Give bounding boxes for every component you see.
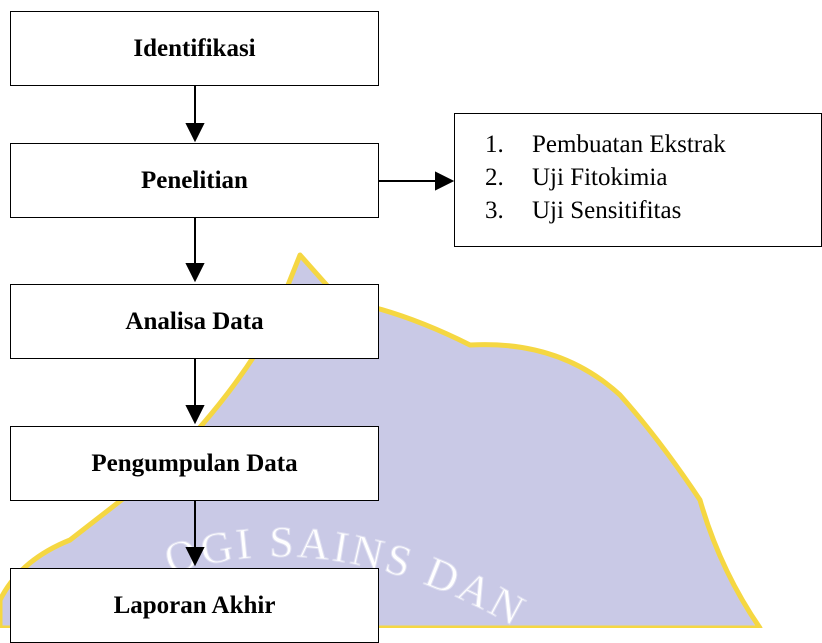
penelitian-detail-box: 1. Pembuatan Ekstrak 2. Uji Fitokimia 3.… — [454, 113, 822, 247]
list-item-number: 3. — [485, 197, 504, 224]
step-pengumpulan-data: Pengumpulan Data — [10, 426, 379, 501]
step-laporan-akhir-label: Laporan Akhir — [113, 591, 276, 619]
list-item: 3. Uji Sensitifitas — [485, 194, 821, 227]
step-analisa-data: Analisa Data — [10, 284, 379, 359]
step-laporan-akhir: Laporan Akhir — [10, 568, 379, 643]
step-analisa-data-label: Analisa Data — [125, 307, 264, 335]
list-item: 1. Pembuatan Ekstrak — [485, 128, 821, 161]
step-penelitian-label: Penelitian — [141, 166, 248, 194]
list-item-text: Uji Sensitifitas — [532, 197, 682, 224]
step-pengumpulan-data-label: Pengumpulan Data — [91, 449, 298, 477]
list-item-text: Uji Fitokimia — [532, 164, 668, 191]
list-item-number: 2. — [485, 164, 504, 191]
step-identifikasi: Identifikasi — [10, 11, 379, 86]
list-item-text: Pembuatan Ekstrak — [532, 131, 726, 158]
step-penelitian: Penelitian — [10, 143, 379, 218]
step-identifikasi-label: Identifikasi — [133, 34, 256, 62]
list-item-number: 1. — [485, 131, 504, 158]
list-item: 2. Uji Fitokimia — [485, 161, 821, 194]
